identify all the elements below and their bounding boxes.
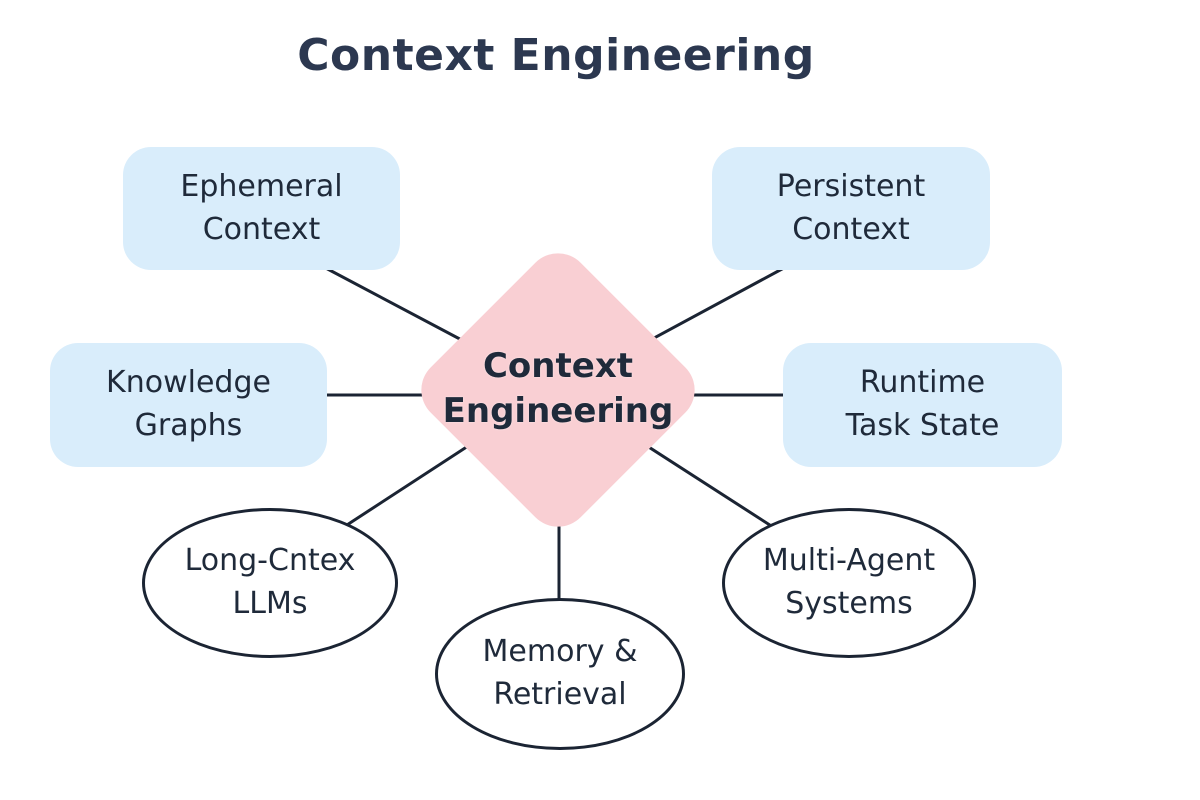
node-long-context-llms-label: Long-Cntex LLMs [184,543,356,621]
node-memory-retrieval-label: Memory & Retrieval [482,634,638,712]
node-knowledge-graphs-label: Knowledge Graphs [106,365,271,443]
connector-center-long-context [328,433,487,538]
node-multi-agent-systems-label: Multi-Agent Systems [762,543,936,621]
node-multi-agent-systems: Multi-Agent Systems [722,508,976,658]
connector-center-persistent [628,260,797,353]
node-persistent-context-label: Persistent Context [776,168,926,247]
node-memory-retrieval: Memory & Retrieval [435,598,685,750]
node-runtime-task-state-label: Runtime Task State [845,365,1000,443]
diagram-title: Context Engineering [297,30,815,81]
node-runtime-task-state: Runtime Task State [783,343,1062,467]
node-ephemeral-context-label: Ephemeral Context [180,168,343,247]
connector-center-multi-agent [628,433,792,540]
node-ephemeral-context: Ephemeral Context [123,147,400,270]
node-knowledge-graphs: Knowledge Graphs [50,343,327,467]
node-center-diamond-label: Context Engineering [442,346,674,431]
node-persistent-context: Persistent Context [712,147,990,270]
node-long-context-llms: Long-Cntex LLMs [142,508,398,658]
